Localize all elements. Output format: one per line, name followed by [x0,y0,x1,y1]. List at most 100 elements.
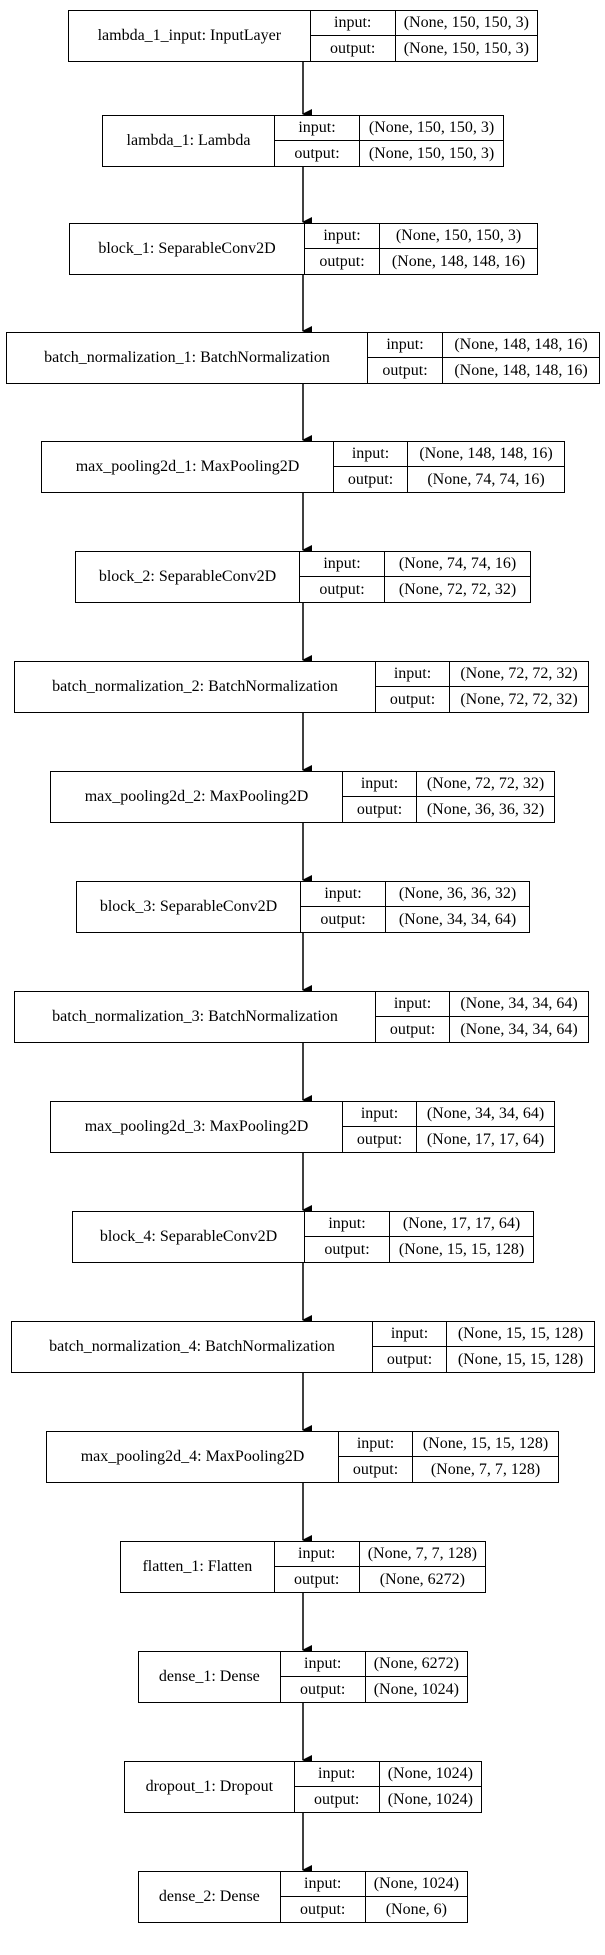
output-shape: (None, 74, 74, 16) [427,470,545,488]
input-shape: (None, 148, 148, 16) [443,333,599,358]
output-row: output:(None, 36, 36, 32) [343,797,554,822]
layer-io-table: input:(None, 36, 36, 32)output:(None, 34… [301,882,529,932]
input-shape: (None, 150, 150, 3) [360,116,503,141]
layer-io-table: input:(None, 15, 15, 128)output:(None, 7… [339,1432,558,1482]
output-shape: (None, 6) [385,1900,447,1918]
input-shape: (None, 72, 72, 32) [450,662,588,687]
input-row: input:(None, 15, 15, 128) [373,1322,594,1347]
output-label: output: [311,36,396,61]
output-shape: (None, 72, 72, 32) [398,580,517,598]
output-label: output: [301,907,386,932]
output-label: output: [305,1237,390,1262]
input-shape: (None, 1024) [365,1872,467,1897]
layer-io-table: input:(None, 150, 150, 3)output:(None, 1… [305,224,537,274]
output-label: output: [343,1127,417,1152]
output-label: output: [300,577,385,602]
output-label: output: [281,1677,366,1702]
input-row: input:(None, 7, 7, 128) [274,1542,485,1567]
input-label: input: [376,992,450,1017]
output-shape: (None, 6272) [379,1570,465,1588]
layer-io-table: input:(None, 15, 15, 128)output:(None, 1… [373,1322,594,1372]
input-row: input:(None, 72, 72, 32) [376,662,588,687]
output-label: output: [373,1347,447,1372]
layer-name: dense_2: Dense [139,1872,281,1922]
input-row: input:(None, 150, 150, 3) [310,11,537,36]
layer-io-table: input:(None, 34, 34, 64)output:(None, 17… [343,1102,554,1152]
layer-name: flatten_1: Flatten [121,1542,275,1592]
output-row: output: (None, 150, 150, 3) [311,36,537,61]
input-shape: (None, 34, 34, 64) [417,1102,554,1127]
output-row: output:(None, 148, 148, 16) [368,358,599,383]
output-label: output: [275,141,360,166]
output-shape: (None, 17, 17, 64) [426,1130,545,1148]
input-row: input:(None, 15, 15, 128) [339,1432,558,1457]
input-row: input:(None, 17, 17, 64) [305,1212,533,1237]
input-shape: (None, 34, 34, 64) [450,992,588,1017]
output-shape: (None, 150, 150, 3) [403,39,529,57]
layer-name: lambda_1: Lambda [103,116,275,166]
input-row: input:(None, 1024) [294,1762,481,1787]
input-row: input:(None, 150, 150, 3) [305,224,537,249]
input-row: input:(None, 148, 148, 16) [334,442,564,467]
layer-name: batch_normalization_4: BatchNormalizatio… [12,1322,373,1372]
input-row: input:(None, 74, 74, 16) [300,552,530,577]
output-row: output:(None, 7, 7, 128) [339,1457,558,1482]
layer-name: lambda_1_input: InputLayer [69,11,311,61]
layer-node: batch_normalization_1: BatchNormalizatio… [6,332,600,384]
output-row: output: (None, 17, 17, 64) [343,1127,554,1152]
output-shape: (None, 36, 36, 32) [426,800,545,818]
layer-io-table: input:(None, 148, 148, 16)output:(None, … [368,333,599,383]
input-shape: (None, 36, 36, 32) [386,882,529,907]
input-shape: (None, 17, 17, 64) [390,1212,533,1237]
output-label: output: [334,467,408,492]
layer-io-table: input:(None, 150, 150, 3)output:(None, 1… [275,116,503,166]
layer-name: block_2: SeparableConv2D [76,552,300,602]
input-label: input: [280,1652,366,1677]
layer-io-table: input:(None, 148, 148, 16)output: (None, … [334,442,564,492]
input-label: input: [310,11,396,36]
output-row: output: (None, 15, 15, 128) [373,1347,594,1372]
input-label: input: [373,1322,447,1347]
input-label: input: [339,1432,413,1457]
input-label: input: [343,772,417,797]
output-row: output:(None, 148, 148, 16) [305,249,537,274]
output-label: output: [305,249,380,274]
input-shape: (None, 74, 74, 16) [385,552,530,577]
output-row: output:(None, 34, 34, 64) [301,907,529,932]
input-label: input: [334,442,408,467]
output-shape: (None, 15, 15, 128) [457,1350,584,1368]
layer-node: batch_normalization_2: BatchNormalizatio… [14,661,589,713]
input-row: input:(None, 6272) [280,1652,467,1677]
output-row: output:(None, 150, 150, 3) [275,141,503,166]
layer-io-table: input:(None, 1024)output:(None, 1024) [294,1762,481,1812]
input-label: input: [305,224,380,249]
input-row: input:(None, 36, 36, 32) [301,882,529,907]
input-row: input:(None, 34, 34, 64) [376,992,588,1017]
layer-io-table: input:(None, 74, 74, 16)output: (None, 72… [300,552,530,602]
output-row: output:(None, 34, 34, 64) [376,1017,588,1042]
input-shape: (None, 15, 15, 128) [447,1322,594,1347]
layer-io-table: input:(None, 72, 72, 32)output:(None, 72… [376,662,588,712]
output-shape: (None, 34, 34, 64) [460,1020,578,1038]
input-row: input:(None, 72, 72, 32) [343,772,554,797]
output-label: output: [281,1897,366,1922]
input-label: input: [280,1872,366,1897]
layer-name: dense_1: Dense [139,1652,281,1702]
output-label: output: [275,1567,360,1592]
layer-io-table: input:(None, 150, 150, 3)output: (None, 1… [310,11,537,61]
output-row: output: (None, 6272) [275,1567,485,1592]
output-shape: (None, 1024) [387,1790,473,1808]
input-shape: (None, 7, 7, 128) [359,1542,485,1567]
output-shape: (None, 72, 72, 32) [460,690,578,708]
output-row: output:(None, 15, 15, 128) [305,1237,533,1262]
input-label: input: [305,1212,390,1237]
layer-name: max_pooling2d_4: MaxPooling2D [47,1432,339,1482]
input-row: input:(None, 148, 148, 16) [368,333,599,358]
